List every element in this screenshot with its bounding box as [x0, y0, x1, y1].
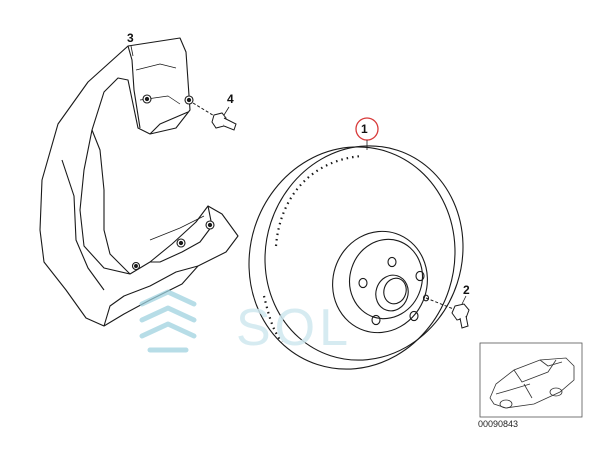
callout-label-2: 2 — [463, 283, 470, 297]
callout-label-3: 3 — [127, 31, 134, 45]
brake-disc — [248, 145, 464, 370]
leader-line-3 — [130, 45, 134, 57]
car-silhouette-icon — [489, 357, 575, 409]
hex-bolt-plate — [192, 102, 237, 131]
callout-label-4: 4 — [227, 92, 234, 106]
diagram-number: 00090843 — [478, 419, 519, 429]
stacked-chevron-logo-icon — [139, 289, 197, 353]
callout-circle-1 — [355, 117, 379, 150]
callout-label-1: 1 — [361, 122, 368, 136]
protection-plate — [39, 37, 239, 327]
vehicle-thumbnail — [479, 342, 583, 418]
watermark-text: SOL — [236, 299, 353, 357]
hex-bolt-disc — [425, 295, 470, 329]
